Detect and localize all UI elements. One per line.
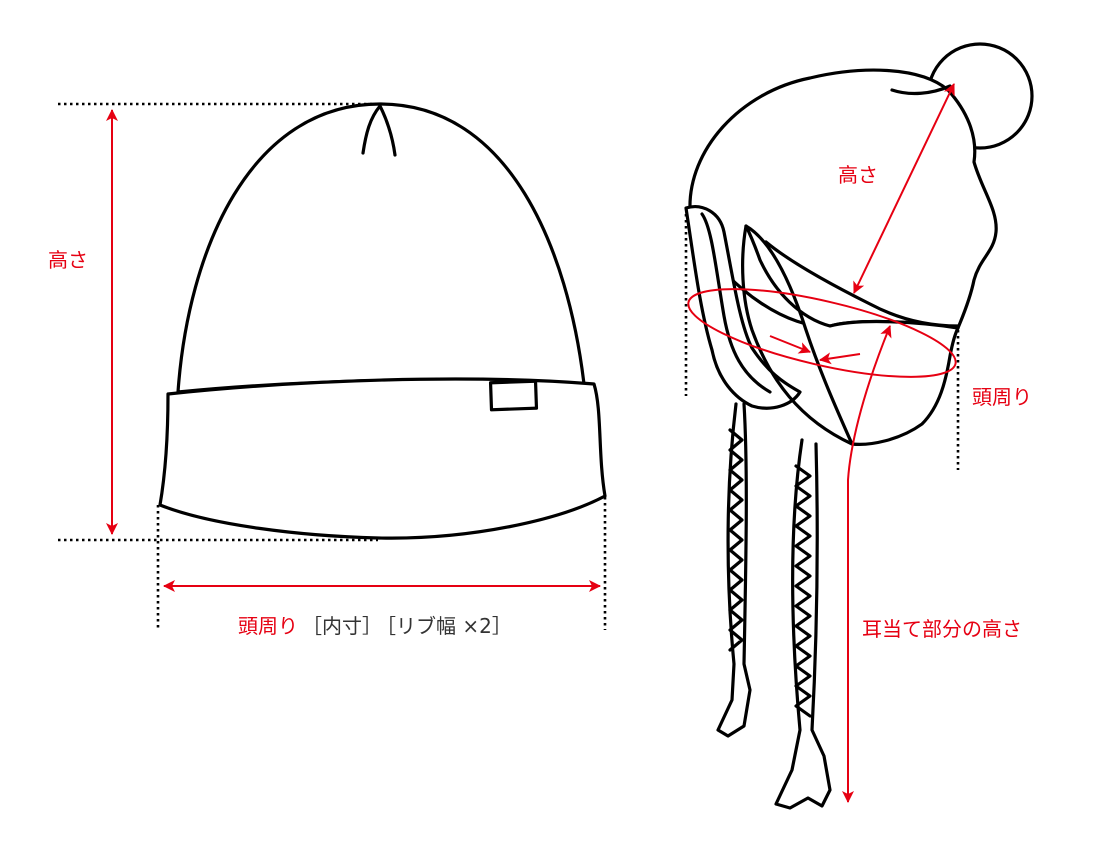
earflap-ear-height-label: 耳当て部分の高さ [862,617,1022,641]
beanie-rib-width-text: ［リブ幅 ×2］ [386,614,512,638]
earflap-height-label: 高さ [838,163,878,187]
beanie-inner-size-text: ［内寸］ [302,614,382,638]
beanie-label-tag [488,379,539,412]
earflap-right-braid [774,438,832,810]
earflap-circumference-arrow-left [769,335,811,354]
beanie-crown [176,102,586,394]
earflap-left-braid-pattern [728,428,744,652]
earflap-circumference-label: 頭周り [972,385,1032,409]
earflap-hat-illustration [684,42,1034,810]
beanie-cuff [158,377,607,540]
beanie-height-label: 高さ [48,248,88,272]
beanie-circumference-text: 頭周り [238,614,298,638]
beanie-top-pinch [361,104,397,157]
earflap-left-flap-inner [700,212,772,394]
earflap-circumference-ellipse [687,288,957,378]
earflap-height-arrow [853,83,955,294]
earflap-right-flap-edge [741,224,854,446]
beanie-illustration [158,102,607,540]
beanie-circumference-label: 頭周り［内寸］［リブ幅 ×2］ [238,614,512,638]
earflap-left-braid [716,402,752,738]
earflap-right-braid-pattern [794,464,812,718]
earflap-ear-height-arrow [842,325,892,803]
